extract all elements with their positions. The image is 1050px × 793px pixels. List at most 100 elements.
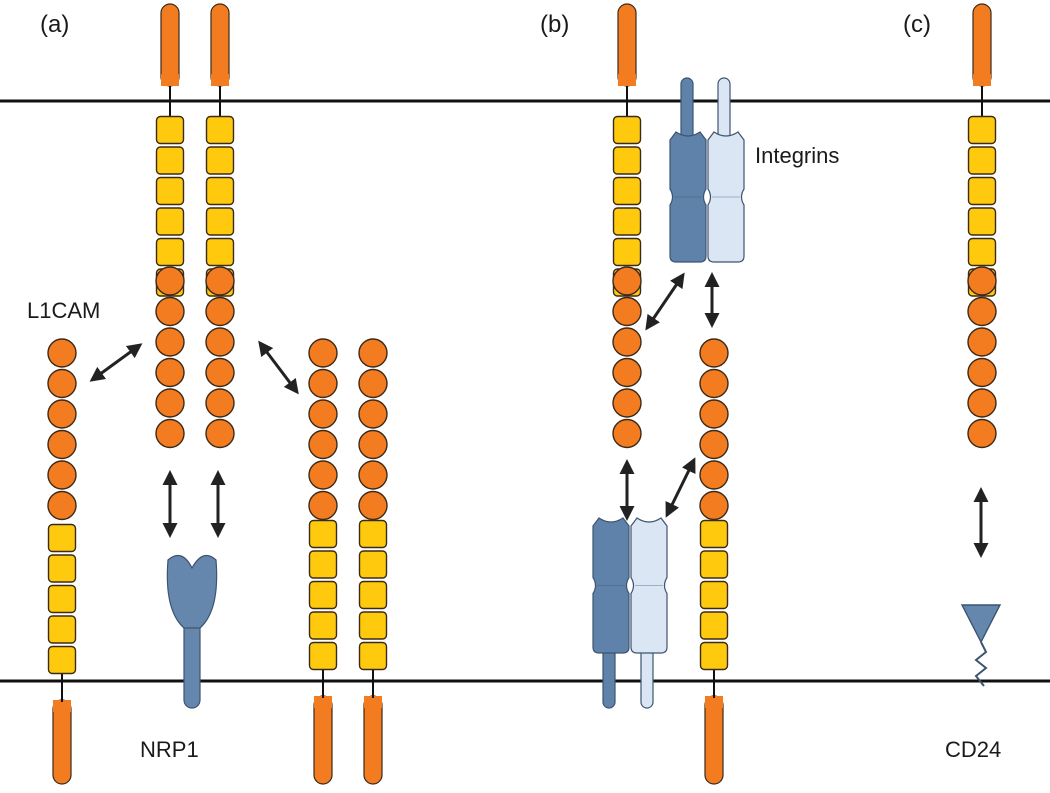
ig-domain: [967, 418, 997, 449]
tail-base: [314, 696, 332, 708]
fibronectin-domain: [612, 176, 642, 206]
fibronectin-domain: [205, 237, 235, 267]
ig-domain: [967, 388, 997, 418]
fibronectin-domain: [308, 580, 338, 610]
integrin-top-alpha: [669, 77, 707, 263]
ig-domain: [308, 399, 338, 429]
l1cam-c: [967, 3, 997, 449]
ig-domain: [358, 399, 388, 429]
fibronectin-domain: [612, 237, 642, 267]
integrin-leg: [717, 77, 731, 141]
panel-label-b: (b): [540, 11, 569, 38]
integrin-leg: [680, 77, 694, 141]
ig-domain: [47, 490, 77, 521]
fibronectin-domain: [155, 207, 185, 236]
ig-domain: [308, 368, 338, 399]
fibronectin-domain: [47, 554, 77, 583]
ig-domain: [308, 490, 338, 521]
nrp1-label: NRP1: [140, 737, 199, 762]
fibronectin-domain: [699, 641, 729, 671]
fibronectin-domain: [358, 519, 388, 549]
fibronectin-domain: [358, 611, 388, 640]
arrow-integrin-bottom-right: [665, 457, 696, 518]
fibronectin-domain: [205, 115, 235, 145]
nrp1-stalk: [183, 619, 201, 709]
fibronectin-domain: [358, 580, 388, 610]
ig-domain: [155, 266, 185, 296]
ig-domain: [47, 429, 77, 460]
cd24-head: [960, 604, 1002, 644]
tail-domain: [210, 3, 230, 87]
integrin-top-beta: [707, 77, 745, 263]
tail-base: [364, 696, 382, 708]
fibronectin-domain: [699, 580, 729, 610]
tail-domain: [52, 699, 72, 785]
l1cam-a-left: [155, 3, 185, 449]
ig-domain: [308, 460, 338, 490]
fibronectin-domain: [358, 641, 388, 671]
ig-domain: [967, 296, 997, 327]
l1cam-a-right: [205, 3, 235, 449]
ig-domain: [205, 357, 235, 388]
ig-domain: [47, 399, 77, 429]
ig-domain: [967, 266, 997, 296]
fibronectin-domain: [155, 146, 185, 175]
fibronectin-domain: [155, 237, 185, 267]
tail-base: [705, 696, 723, 708]
cd24-label: CD24: [945, 737, 1001, 762]
ig-domain: [612, 388, 642, 418]
arrow-integrin-top-left: [645, 272, 685, 331]
ig-domain: [308, 429, 338, 460]
fibronectin-domain: [699, 611, 729, 640]
ig-domain: [967, 357, 997, 388]
l1cam-label: L1CAM: [27, 298, 100, 323]
ig-domain: [205, 296, 235, 327]
fibronectin-domain: [967, 176, 997, 206]
ig-domain: [205, 266, 235, 296]
integrin-bottom-beta: [630, 517, 668, 709]
l1cam-a-far-left: [47, 338, 77, 785]
l1cam-a-bottom-left: [308, 338, 338, 785]
panel-label-c: (c): [903, 11, 931, 38]
tail-base: [53, 700, 71, 712]
fibronectin-domain: [612, 146, 642, 175]
cd24-gpi-anchor: [974, 641, 988, 687]
ig-domain: [155, 357, 185, 388]
fibronectin-domain: [612, 207, 642, 236]
ig-domain: [358, 460, 388, 490]
fibronectin-domain: [205, 146, 235, 175]
ig-domain: [47, 368, 77, 399]
fibronectin-domain: [47, 645, 77, 675]
fibronectin-domain: [155, 115, 185, 145]
ig-domain: [699, 338, 729, 368]
fibronectin-domain: [699, 519, 729, 549]
fibronectin-domain: [47, 523, 77, 553]
ig-domain: [358, 429, 388, 460]
fibronectin-domain: [308, 550, 338, 579]
ig-domain: [155, 418, 185, 449]
ig-domain: [358, 368, 388, 399]
fibronectin-domain: [612, 115, 642, 145]
ig-domain: [699, 429, 729, 460]
tail-domain: [704, 695, 724, 785]
l1cam-b-top: [612, 3, 642, 449]
ig-domain: [155, 388, 185, 418]
integrins-label: Integrins: [755, 143, 839, 168]
arrow-l1cam-homophilic-left: [89, 343, 143, 382]
ig-domain: [612, 327, 642, 357]
tail-base: [211, 74, 229, 86]
ig-domain: [205, 388, 235, 418]
fibronectin-domain: [308, 641, 338, 671]
tail-domain: [313, 695, 333, 785]
ig-domain: [699, 399, 729, 429]
panel-label-a: (a): [40, 11, 69, 38]
integrin-leg: [602, 644, 616, 709]
ig-domain: [47, 338, 77, 368]
fibronectin-domain: [967, 237, 997, 267]
ig-domain: [612, 296, 642, 327]
tail-domain: [617, 3, 637, 87]
fibronectin-domain: [358, 550, 388, 579]
ig-domain: [155, 327, 185, 357]
